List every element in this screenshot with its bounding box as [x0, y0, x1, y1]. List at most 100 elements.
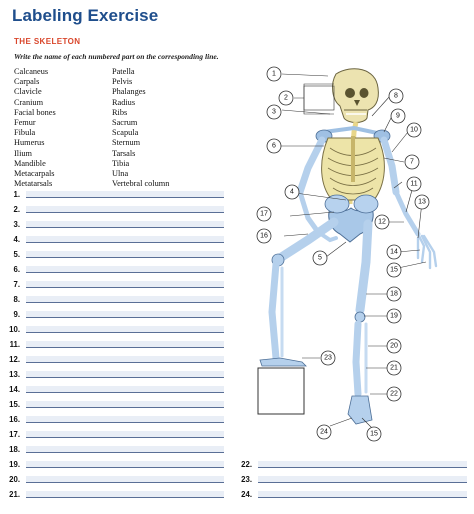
- callout-13: 13: [414, 194, 430, 210]
- callout-number: 13: [418, 199, 426, 206]
- callout-24: 24: [316, 424, 332, 440]
- answer-line[interactable]: 19.: [0, 458, 224, 472]
- word-bank-term: Radius: [112, 97, 136, 107]
- line-number: 22.: [241, 460, 252, 469]
- answer-line[interactable]: 20.: [0, 473, 224, 487]
- answer-line[interactable]: 21.: [0, 488, 224, 502]
- answer-line[interactable]: 11.: [0, 338, 224, 352]
- write-in-line[interactable]: [26, 461, 224, 468]
- write-in-line[interactable]: [26, 311, 224, 318]
- write-in-line[interactable]: [26, 191, 224, 198]
- answer-line[interactable]: 18.: [0, 443, 224, 457]
- word-bank-term: Sacrum: [112, 118, 138, 128]
- answer-line[interactable]: 8.: [0, 293, 224, 307]
- callout-21: 21: [386, 360, 402, 376]
- line-number: 15.: [9, 400, 20, 409]
- write-in-line[interactable]: [26, 416, 224, 423]
- answer-line[interactable]: 14.: [0, 383, 224, 397]
- answer-line[interactable]: 23.: [232, 473, 467, 487]
- callout-20: 20: [386, 338, 402, 354]
- answer-line[interactable]: 3.: [0, 218, 224, 232]
- write-in-line[interactable]: [26, 341, 224, 348]
- callout-15-foot: 15: [366, 426, 382, 442]
- callout-17: 17: [256, 206, 272, 222]
- callout-10: 10: [406, 122, 422, 138]
- write-in-line[interactable]: [26, 236, 224, 243]
- callout-23: 23: [320, 350, 336, 366]
- write-in-line[interactable]: [26, 446, 224, 453]
- write-in-line[interactable]: [26, 206, 224, 213]
- answer-line[interactable]: 10.: [0, 323, 224, 337]
- line-number: 8.: [13, 295, 20, 304]
- answer-line[interactable]: 13.: [0, 368, 224, 382]
- word-bank-term: Ribs: [112, 107, 128, 117]
- callout-number: 2: [284, 95, 288, 102]
- callout-2: 2: [278, 90, 294, 106]
- write-in-line[interactable]: [26, 386, 224, 393]
- callout-number: 6: [272, 143, 276, 150]
- word-bank-term: Facial bones: [14, 107, 56, 117]
- answer-line[interactable]: 17.: [0, 428, 224, 442]
- write-in-line[interactable]: [26, 401, 224, 408]
- line-number: 6.: [13, 265, 20, 274]
- callout-number: 3: [272, 109, 276, 116]
- write-in-line[interactable]: [258, 476, 467, 483]
- line-number: 3.: [13, 220, 20, 229]
- callout-6: 6: [266, 138, 282, 154]
- word-bank-term: Femur: [14, 118, 36, 128]
- answer-line[interactable]: 2.: [0, 203, 224, 217]
- word-bank-term: Ulna: [112, 169, 129, 179]
- answer-line[interactable]: 16.: [0, 413, 224, 427]
- line-number: 23.: [241, 475, 252, 484]
- line-number: 16.: [9, 415, 20, 424]
- write-in-line[interactable]: [26, 251, 224, 258]
- word-bank-term: Tibia: [112, 158, 130, 168]
- callout-3: 3: [266, 104, 282, 120]
- line-number: 2.: [13, 205, 20, 214]
- line-number: 12.: [9, 355, 20, 364]
- answer-line[interactable]: 1.: [0, 188, 224, 202]
- word-bank-term: Phalanges: [112, 87, 146, 97]
- answer-line[interactable]: 15.: [0, 398, 224, 412]
- word-bank-term: Patella: [112, 67, 135, 76]
- write-in-line[interactable]: [258, 461, 467, 468]
- word-bank-term: Ilium: [14, 148, 32, 158]
- line-number: 7.: [13, 280, 20, 289]
- write-in-line[interactable]: [26, 371, 224, 378]
- line-number: 17.: [9, 430, 20, 439]
- answer-line[interactable]: 5.: [0, 248, 224, 262]
- word-bank-term: Pelvis: [112, 77, 133, 87]
- write-in-line[interactable]: [26, 431, 224, 438]
- word-bank-column-2: Patella Pelvis Phalanges Radius Ribs Sac…: [112, 67, 169, 189]
- callout-number: 9: [396, 113, 400, 120]
- write-in-line[interactable]: [26, 476, 224, 483]
- callout-number: 1: [272, 71, 276, 78]
- write-in-line[interactable]: [26, 491, 224, 498]
- callout-number: 15: [370, 431, 378, 438]
- word-bank-term: Cranium: [14, 97, 44, 107]
- callout-number: 7: [410, 159, 414, 166]
- answer-line[interactable]: 22.: [232, 458, 467, 472]
- callout-number: 15: [390, 267, 398, 274]
- answer-line[interactable]: 7.: [0, 278, 224, 292]
- line-number: 14.: [9, 385, 20, 394]
- word-bank-term: Mandible: [14, 158, 46, 168]
- callout-15: 15: [386, 262, 402, 278]
- line-number: 10.: [9, 325, 20, 334]
- write-in-line[interactable]: [26, 281, 224, 288]
- write-in-line[interactable]: [26, 296, 224, 303]
- write-in-line[interactable]: [26, 356, 224, 363]
- callout-number: 11: [410, 181, 417, 188]
- write-in-line[interactable]: [26, 266, 224, 273]
- answer-line[interactable]: 9.: [0, 308, 224, 322]
- answer-line[interactable]: 24.: [232, 488, 467, 502]
- write-in-line[interactable]: [258, 491, 467, 498]
- word-bank-column-1: Calcaneus Carpals Clavicle Cranium Facia…: [14, 67, 56, 189]
- answer-line[interactable]: 6.: [0, 263, 224, 277]
- callout-18: 18: [386, 286, 402, 302]
- answer-line[interactable]: 4.: [0, 233, 224, 247]
- write-in-line[interactable]: [26, 326, 224, 333]
- answer-line[interactable]: 12.: [0, 353, 224, 367]
- callout-14: 14: [386, 244, 402, 260]
- write-in-line[interactable]: [26, 221, 224, 228]
